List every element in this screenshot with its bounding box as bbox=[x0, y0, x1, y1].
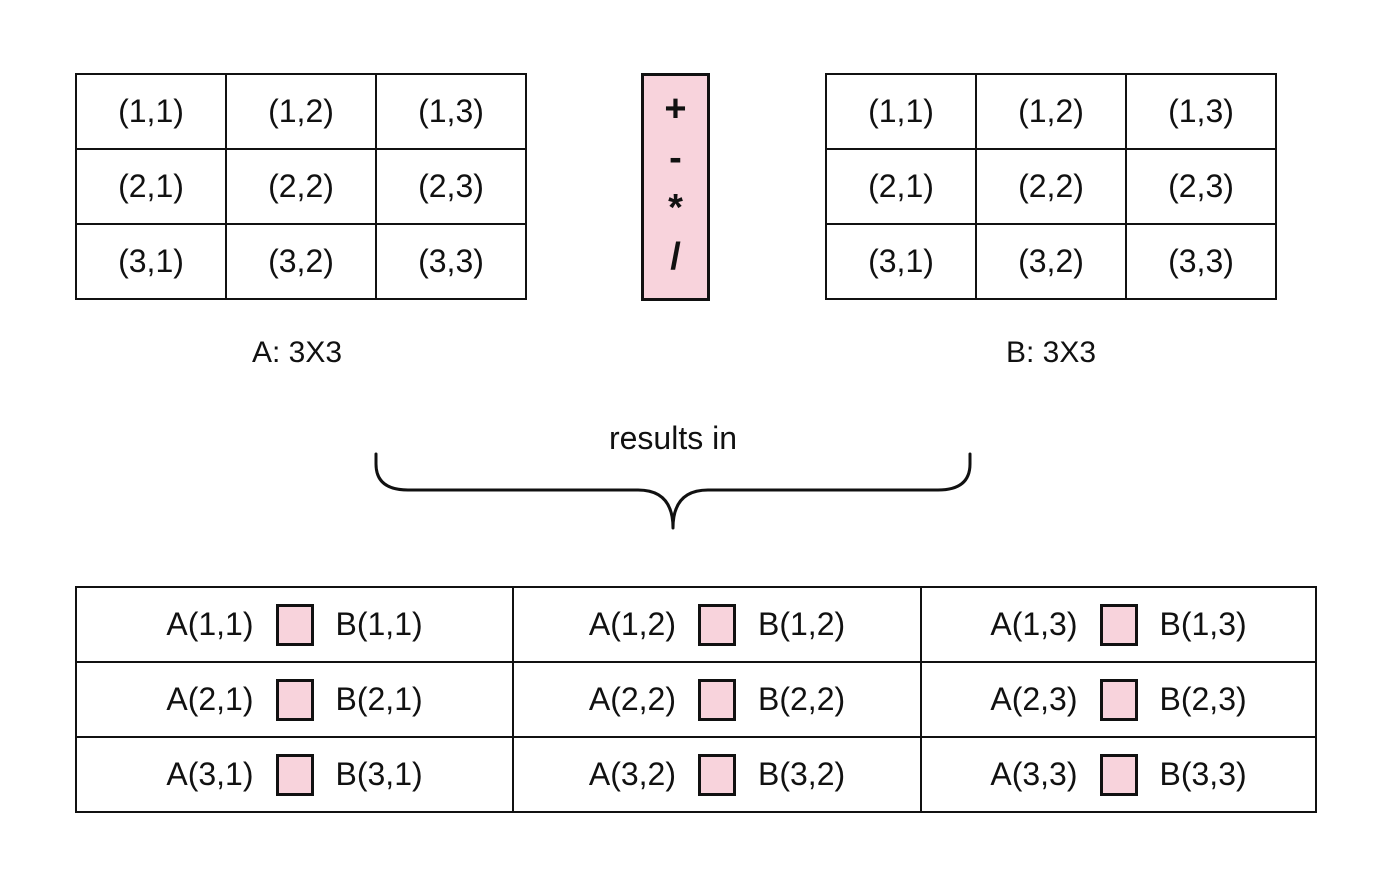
matrix-cell: (2,2) bbox=[975, 148, 1127, 225]
matrix-cell: (1,2) bbox=[975, 73, 1127, 150]
result-b-operand: B(3,3) bbox=[1159, 756, 1247, 792]
result-a-operand: A(2,2) bbox=[588, 681, 676, 717]
result-cell: A(2,1) B(2,1) bbox=[75, 661, 514, 738]
result-a-operand: A(2,1) bbox=[166, 681, 254, 717]
result-a-operand: A(2,3) bbox=[990, 681, 1078, 717]
matrix-b-label: B: 3X3 bbox=[1005, 336, 1097, 369]
result-a-operand: A(3,2) bbox=[588, 756, 676, 792]
matrix-cell: (3,1) bbox=[825, 223, 977, 300]
result-b-operand: B(2,1) bbox=[335, 681, 423, 717]
matrix-cell: (2,3) bbox=[375, 148, 527, 225]
result-cell: A(3,1) B(3,1) bbox=[75, 736, 514, 813]
result-cell: A(1,2) B(1,2) bbox=[512, 586, 922, 663]
matrix-row: (1,1) (1,2) (1,3) bbox=[75, 73, 527, 150]
result-cell: A(3,2) B(3,2) bbox=[512, 736, 922, 813]
matrix-row: (3,1) (3,2) (3,3) bbox=[75, 223, 527, 300]
matrix-a-label: A: 3X3 bbox=[251, 336, 343, 369]
result-b-operand: B(1,1) bbox=[335, 606, 423, 642]
operator-square bbox=[1099, 603, 1138, 646]
matrix-cell: (1,3) bbox=[375, 73, 527, 150]
operator-box: + - * / bbox=[641, 73, 710, 301]
multiply-operator: * bbox=[668, 186, 683, 229]
result-row: A(3,1) B(3,1) A(3,2) B(3,2) A(3,3) B(3,3… bbox=[75, 736, 1317, 813]
operator-square bbox=[698, 603, 736, 646]
result-cell: A(1,1) B(1,1) bbox=[75, 586, 514, 663]
operator-square bbox=[275, 753, 314, 796]
result-b-operand: B(3,2) bbox=[758, 756, 846, 792]
matrix-cell: (1,1) bbox=[75, 73, 227, 150]
matrix-cell: (1,2) bbox=[225, 73, 377, 150]
result-matrix: A(1,1) B(1,1) A(1,2) B(1,2) A(1,3) B(1,3… bbox=[75, 586, 1317, 813]
result-row: A(1,1) B(1,1) A(1,2) B(1,2) A(1,3) B(1,3… bbox=[75, 586, 1317, 663]
minus-operator: - bbox=[669, 137, 682, 180]
result-b-operand: B(1,2) bbox=[758, 606, 846, 642]
matrix-cell: (1,1) bbox=[825, 73, 977, 150]
results-in-label: results in bbox=[608, 420, 738, 456]
result-a-operand: A(3,1) bbox=[166, 756, 254, 792]
matrix-row: (1,1) (1,2) (1,3) bbox=[825, 73, 1277, 150]
result-b-operand: B(2,2) bbox=[758, 681, 846, 717]
operator-square bbox=[1099, 678, 1138, 721]
matrix-cell: (3,2) bbox=[225, 223, 377, 300]
result-row: A(2,1) B(2,1) A(2,2) B(2,2) A(2,3) B(2,3… bbox=[75, 661, 1317, 738]
matrix-cell: (1,3) bbox=[1125, 73, 1277, 150]
result-a-operand: A(1,2) bbox=[588, 606, 676, 642]
result-cell: A(2,3) B(2,3) bbox=[920, 661, 1317, 738]
result-b-operand: B(2,3) bbox=[1159, 681, 1247, 717]
result-b-operand: B(3,1) bbox=[335, 756, 423, 792]
matrix-cell: (3,2) bbox=[975, 223, 1127, 300]
result-a-operand: A(1,1) bbox=[166, 606, 254, 642]
matrix-b: (1,1) (1,2) (1,3) (2,1) (2,2) (2,3) (3,1… bbox=[825, 73, 1277, 300]
operator-square bbox=[275, 603, 314, 646]
matrix-cell: (3,3) bbox=[1125, 223, 1277, 300]
matrix-cell: (2,3) bbox=[1125, 148, 1277, 225]
matrix-cell: (2,2) bbox=[225, 148, 377, 225]
matrix-cell: (2,1) bbox=[825, 148, 977, 225]
divide-operator: / bbox=[670, 236, 681, 279]
curly-brace bbox=[374, 452, 972, 530]
matrix-a: (1,1) (1,2) (1,3) (2,1) (2,2) (2,3) (3,1… bbox=[75, 73, 527, 300]
matrix-cell: (2,1) bbox=[75, 148, 227, 225]
matrix-cell: (3,1) bbox=[75, 223, 227, 300]
operator-square bbox=[275, 678, 314, 721]
matrix-row: (2,1) (2,2) (2,3) bbox=[825, 148, 1277, 225]
operator-square bbox=[1099, 753, 1138, 796]
matrix-row: (3,1) (3,2) (3,3) bbox=[825, 223, 1277, 300]
result-a-operand: A(3,3) bbox=[990, 756, 1078, 792]
result-cell: A(2,2) B(2,2) bbox=[512, 661, 922, 738]
operator-square bbox=[698, 678, 736, 721]
matrix-cell: (3,3) bbox=[375, 223, 527, 300]
result-a-operand: A(1,3) bbox=[990, 606, 1078, 642]
result-b-operand: B(1,3) bbox=[1159, 606, 1247, 642]
result-cell: A(1,3) B(1,3) bbox=[920, 586, 1317, 663]
curly-brace-path bbox=[374, 452, 972, 530]
result-cell: A(3,3) B(3,3) bbox=[920, 736, 1317, 813]
matrix-row: (2,1) (2,2) (2,3) bbox=[75, 148, 527, 225]
operator-square bbox=[698, 753, 736, 796]
plus-operator: + bbox=[664, 87, 687, 130]
